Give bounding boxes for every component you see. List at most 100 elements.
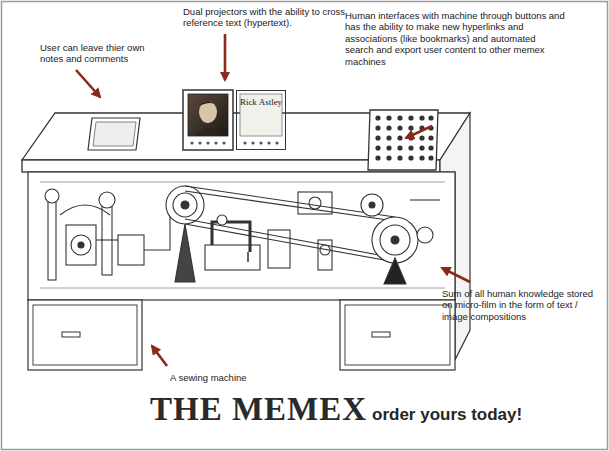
reel-stand: [384, 258, 406, 284]
desk-cavity: [28, 172, 455, 300]
callout-text: Human interfaces with machine through bu…: [345, 10, 565, 67]
button: [419, 115, 424, 120]
button: [428, 145, 433, 150]
callout-arrow: [152, 346, 167, 366]
screen-dot: [222, 141, 225, 144]
callout-text: Dual projectors with the ability to cros…: [183, 6, 361, 29]
screen-dot: [214, 141, 217, 144]
callout-text: A sewing machine: [170, 372, 290, 383]
right-pedestal: [340, 300, 455, 370]
desk-shelf: [40, 182, 445, 183]
button: [419, 155, 424, 160]
button: [428, 135, 433, 140]
desk-shelf: [40, 288, 445, 289]
drawer: [33, 305, 137, 365]
film-reel: [380, 225, 410, 255]
film-reel: [372, 217, 418, 263]
button: [408, 115, 413, 120]
title-text: THE MEMEX: [150, 391, 367, 427]
apparatus-box: [268, 230, 290, 268]
screen-dot: [275, 141, 278, 144]
button: [386, 135, 391, 140]
screen-text: Rick Astley: [237, 91, 285, 107]
button: [408, 145, 413, 150]
callout-arrow: [224, 34, 227, 80]
button: [428, 115, 433, 120]
film-strip: [185, 224, 395, 262]
portrait-face: [199, 101, 217, 123]
portrait-body: [196, 128, 220, 136]
wire: [60, 205, 110, 215]
button: [397, 145, 402, 150]
rail: [410, 199, 440, 200]
film-strip: [185, 186, 395, 217]
callout-arrow: [442, 268, 470, 282]
button: [375, 155, 380, 160]
apparatus-box: [118, 235, 144, 265]
film-strip: [185, 191, 395, 221]
button: [386, 145, 391, 150]
film-reel: [417, 227, 433, 243]
button: [375, 135, 380, 140]
lamp-bulb: [99, 192, 115, 208]
button: [375, 125, 380, 130]
button: [386, 155, 391, 160]
drawer: [345, 305, 450, 365]
wire: [144, 215, 170, 250]
button: [408, 125, 413, 130]
sewing-needle: [247, 252, 249, 262]
left-pedestal: [28, 300, 142, 370]
slogan-text: order yours today!: [372, 405, 572, 425]
apparatus-box: [66, 225, 96, 265]
button: [428, 155, 433, 160]
button: [419, 145, 424, 150]
sewing-machine-base: [205, 245, 260, 270]
screen-dot: [206, 141, 209, 144]
callout-arrow: [76, 70, 100, 97]
gear: [309, 197, 321, 209]
film-strip: [185, 219, 395, 258]
projector-screen: [183, 90, 233, 150]
button: [386, 125, 391, 130]
screen-dot: [267, 141, 270, 144]
screen-dot: [198, 141, 201, 144]
reel-hub: [391, 236, 399, 244]
drawer-handle: [62, 332, 80, 337]
drawer-handle: [372, 332, 390, 337]
callout-arrow: [406, 126, 432, 138]
screen-dots: [190, 141, 278, 144]
button-grid: [375, 115, 433, 160]
portrait-photo: [188, 94, 228, 136]
sewing-machine-arm: [212, 222, 250, 252]
spool: [217, 215, 227, 225]
button: [375, 145, 380, 150]
callout-text: User can leave thier own notes and comme…: [40, 42, 164, 65]
button: [397, 135, 402, 140]
screen-dot: [190, 141, 193, 144]
reel-hub: [369, 202, 375, 208]
portrait-hair: [199, 101, 217, 106]
film-reel: [173, 193, 197, 217]
note-pad: [88, 118, 140, 150]
button: [408, 155, 413, 160]
note-pad-surface: [93, 122, 136, 146]
button: [397, 125, 402, 130]
button: [386, 115, 391, 120]
button: [397, 155, 402, 160]
button: [397, 115, 402, 120]
screen-dot: [251, 141, 254, 144]
lamp-bulb: [45, 189, 59, 203]
projector-screen: Rick Astley: [236, 90, 286, 150]
callout-text: Sum of all human knowledge stored on mic…: [442, 288, 600, 322]
screen-dot: [243, 141, 246, 144]
gear: [71, 235, 91, 255]
gear-hub: [78, 242, 84, 248]
film-reel: [166, 186, 204, 224]
wire: [96, 239, 118, 240]
button: [375, 115, 380, 120]
tube: [48, 200, 56, 280]
film-reel: [361, 194, 383, 216]
screen-dot: [259, 141, 262, 144]
reel-hub: [181, 201, 189, 209]
